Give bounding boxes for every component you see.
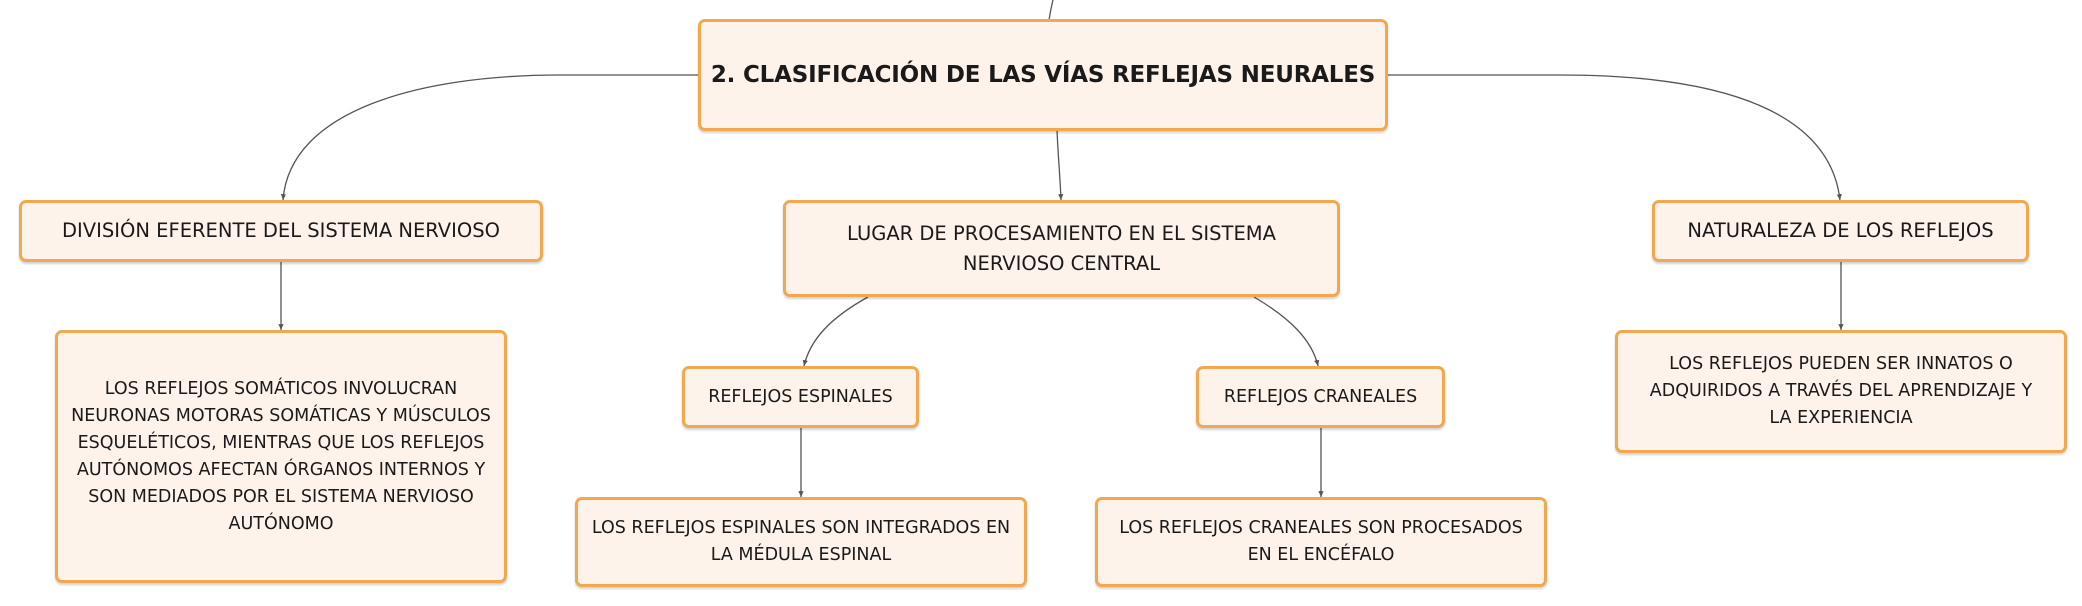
connector-parent-root xyxy=(1048,0,1054,21)
topic-somaticos-autonomos-label: LOS REFLEJOS SOMÁTICOS INVOLUCRAN NEURON… xyxy=(71,378,491,534)
topic-lugar-procesamiento-label: LUGAR DE PROCESAMIENTO EN EL SISTEMA NER… xyxy=(847,221,1276,275)
connector-lugar-espinales xyxy=(802,296,869,367)
topic-reflejos-espinales-label: REFLEJOS ESPINALES xyxy=(708,387,893,407)
topic-espinales-medula[interactable]: LOS REFLEJOS ESPINALES SON INTEGRADOS EN… xyxy=(575,497,1027,587)
topic-craneales-encefalo-label: LOS REFLEJOS CRANEALES SON PROCESADOS EN… xyxy=(1119,518,1523,565)
topic-naturaleza-reflejos-label: NATURALEZA DE LOS REFLEJOS xyxy=(1687,219,1994,242)
connector-lugar-craneales xyxy=(1253,296,1320,367)
root-topic-label: 2. CLASIFICACIÓN DE LAS VÍAS REFLEJAS NE… xyxy=(710,62,1376,88)
topic-reflejos-craneales[interactable]: REFLEJOS CRANEALES xyxy=(1196,366,1445,428)
topic-lugar-procesamiento[interactable]: LUGAR DE PROCESAMIENTO EN EL SISTEMA NER… xyxy=(783,200,1340,297)
topic-division-eferente-label: DIVISIÓN EFERENTE DEL SISTEMA NERVIOSO xyxy=(62,219,500,242)
topic-innatos-adquiridos[interactable]: LOS REFLEJOS PUEDEN SER INNATOS O ADQUIR… xyxy=(1615,330,2067,453)
connector-root-division-eferente xyxy=(280,74,698,201)
topic-reflejos-espinales[interactable]: REFLEJOS ESPINALES xyxy=(682,366,919,428)
connector-root-lugar-procesamiento xyxy=(1056,129,1064,201)
topic-espinales-medula-label: LOS REFLEJOS ESPINALES SON INTEGRADOS EN… xyxy=(591,518,1011,565)
root-topic-node[interactable]: 2. CLASIFICACIÓN DE LAS VÍAS REFLEJAS NE… xyxy=(698,19,1388,131)
connector-root-naturaleza xyxy=(1386,74,1842,201)
topic-somaticos-autonomos[interactable]: LOS REFLEJOS SOMÁTICOS INVOLUCRAN NEURON… xyxy=(55,330,507,583)
topic-craneales-encefalo[interactable]: LOS REFLEJOS CRANEALES SON PROCESADOS EN… xyxy=(1095,497,1547,587)
topic-reflejos-craneales-label: REFLEJOS CRANEALES xyxy=(1223,387,1418,407)
topic-division-eferente[interactable]: DIVISIÓN EFERENTE DEL SISTEMA NERVIOSO xyxy=(19,200,543,262)
topic-innatos-adquiridos-label: LOS REFLEJOS PUEDEN SER INNATOS O ADQUIR… xyxy=(1649,354,2033,428)
topic-naturaleza-reflejos[interactable]: NATURALEZA DE LOS REFLEJOS xyxy=(1652,200,2029,262)
